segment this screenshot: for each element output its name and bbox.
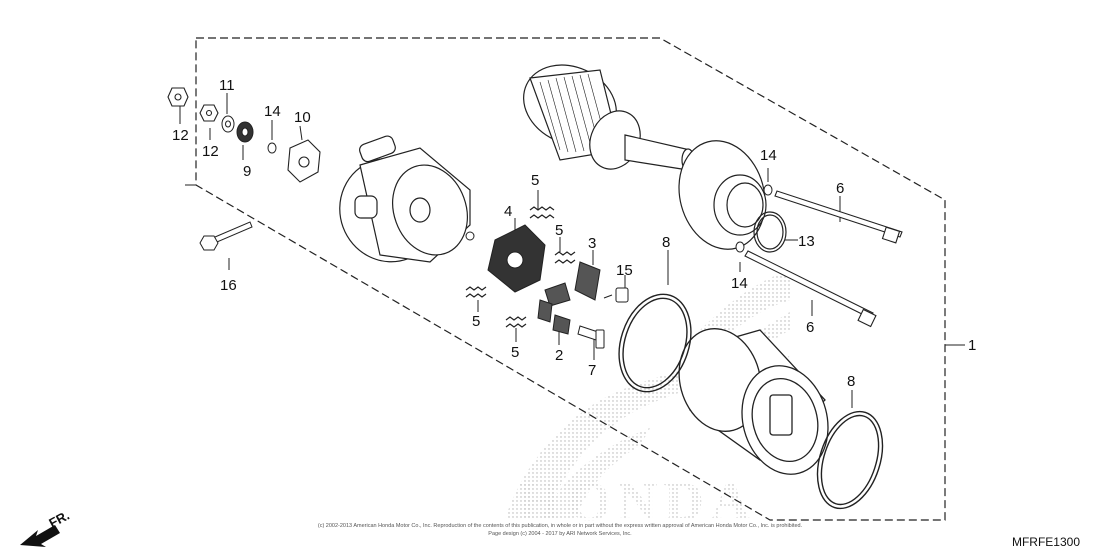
front-cover (678, 140, 767, 250)
front-direction-arrow: FR. (20, 508, 72, 547)
callout-labels: 1 2 3 4 5 5 5 5 5 6 6 7 8 8 9 10 11 12 1… (172, 77, 976, 390)
callout-5a: 5 (531, 172, 539, 189)
terminal-insulator (287, 139, 321, 183)
honda-watermark-text: HONDA (518, 471, 756, 533)
callout-16: 16 (220, 277, 237, 294)
callout-13: 13 (798, 233, 815, 250)
callout-15: 15 (616, 262, 633, 279)
front-direction-label: FR. (46, 508, 72, 531)
insulator (236, 121, 254, 143)
terminal-bolt (577, 325, 605, 349)
armature (523, 64, 695, 172)
brush-set (537, 261, 601, 335)
callout-9: 9 (243, 163, 251, 180)
washer (267, 142, 773, 253)
brush-spring (465, 206, 576, 328)
yoke (678, 328, 829, 475)
callout-2: 2 (555, 347, 563, 364)
callout-3: 3 (588, 235, 596, 252)
callout-14b: 14 (760, 147, 777, 164)
callout-5b: 5 (555, 222, 563, 239)
brush-holder (465, 224, 546, 293)
rear-cover (339, 135, 471, 263)
diagram-code: MFRFE1300 (1012, 535, 1080, 549)
through-bolt (744, 190, 903, 328)
callout-5d: 5 (511, 344, 519, 361)
screw (603, 287, 629, 303)
callout-12b: 12 (202, 143, 219, 160)
copyright-line-1: (c) 2002-2013 American Honda Motor Co., … (318, 523, 803, 529)
callout-7: 7 (588, 362, 596, 379)
callout-6b: 6 (806, 319, 814, 336)
callout-11: 11 (219, 77, 235, 94)
callout-8b: 8 (847, 373, 855, 390)
callout-5c: 5 (472, 313, 480, 330)
nut (167, 87, 219, 122)
callout-6a: 6 (836, 180, 844, 197)
callout-1: 1 (968, 337, 976, 354)
long-bolt (199, 221, 253, 251)
callout-10: 10 (294, 109, 311, 126)
washer-11 (221, 115, 235, 133)
callout-8a: 8 (662, 234, 670, 251)
callout-4: 4 (504, 203, 512, 220)
copyright-line-2: Page design (c) 2004 - 2017 by ARI Netwo… (488, 531, 632, 537)
callout-12a: 12 (172, 127, 189, 144)
callout-14c: 14 (731, 275, 748, 292)
callout-14a: 14 (264, 103, 281, 120)
o-ring (753, 211, 787, 253)
rubber-ring (618, 293, 884, 510)
